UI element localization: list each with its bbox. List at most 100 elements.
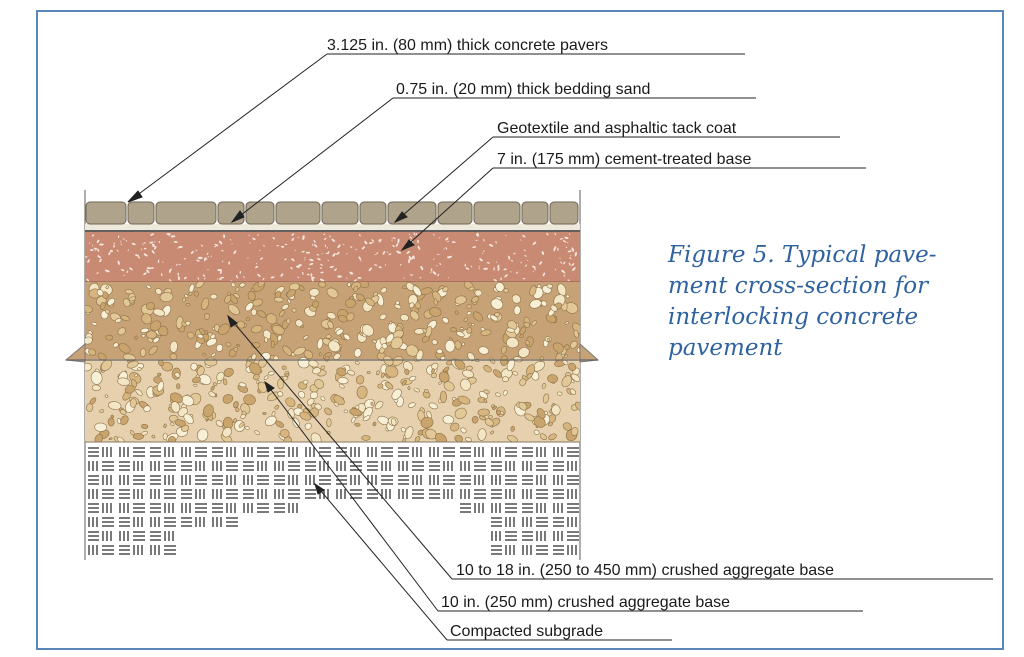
aggregate-stone xyxy=(132,433,144,440)
aggregate-stone xyxy=(265,313,278,325)
aggregate-stone xyxy=(413,387,420,393)
aggregate-stone xyxy=(210,293,218,300)
aggregate-stone xyxy=(491,404,495,408)
aggregate-stone xyxy=(218,323,230,335)
aggregate-stone xyxy=(471,296,479,303)
leader-5 xyxy=(227,315,453,580)
paver xyxy=(359,201,387,225)
aggregate-stone xyxy=(222,394,234,404)
aggregate-stone xyxy=(318,352,322,357)
aggregate-stone xyxy=(270,340,275,348)
aggregate-stone xyxy=(423,389,429,393)
aggregate-stone xyxy=(533,429,540,435)
ctb-fleck xyxy=(350,272,352,275)
ctb-fleck xyxy=(228,261,231,265)
ctb-fleck xyxy=(178,263,181,266)
aggregate-stone xyxy=(513,305,521,316)
arrowhead-4 xyxy=(400,239,415,252)
ctb-fleck xyxy=(568,262,571,266)
ctb-fleck xyxy=(386,251,389,253)
aggregate-stone xyxy=(391,388,402,400)
ctb-fleck xyxy=(569,257,572,260)
ctb-fleck xyxy=(190,250,194,255)
aggregate-stone xyxy=(401,379,407,386)
aggregate-stone xyxy=(304,422,312,430)
ctb-fleck xyxy=(143,247,147,250)
ctb-fleck xyxy=(297,276,300,279)
ctb-fleck xyxy=(432,271,437,275)
ctb-fleck xyxy=(166,233,171,236)
aggregate-stone xyxy=(400,314,409,322)
aggregate-stone xyxy=(298,285,305,292)
aggregate-stone xyxy=(300,324,305,329)
aggregate-stone xyxy=(484,418,494,427)
ctb-fleck xyxy=(378,239,382,243)
ctb-fleck xyxy=(262,245,266,247)
ctb-fleck xyxy=(483,267,488,270)
ctb-fleck xyxy=(396,251,402,254)
ctb-fleck xyxy=(291,233,295,236)
aggregate-stone xyxy=(238,382,247,388)
ctb-fleck xyxy=(304,259,306,261)
aggregate-stone xyxy=(197,333,204,339)
ctb-fleck xyxy=(158,240,160,244)
aggregate-stone xyxy=(408,375,417,382)
label-concrete-pavers: 3.125 in. (80 mm) thick concrete pavers xyxy=(327,37,608,54)
aggregate-stone xyxy=(333,353,341,360)
aggregate-stone xyxy=(506,358,515,372)
ctb-fleck xyxy=(290,258,294,261)
ctb-fleck xyxy=(557,247,559,251)
aggregate-stone xyxy=(361,435,371,441)
ctb-fleck xyxy=(223,234,226,239)
aggregate-stone xyxy=(547,374,558,384)
ctb-fleck xyxy=(384,264,387,266)
ctb-fleck xyxy=(508,255,511,260)
ctb-fleck xyxy=(284,258,287,261)
ctb-fleck xyxy=(221,249,224,252)
aggregate-stone xyxy=(150,320,162,332)
ctb-fleck xyxy=(495,261,497,263)
ctb-fleck xyxy=(117,235,120,239)
aggregate-stone xyxy=(285,372,290,377)
leader-1 xyxy=(127,53,328,203)
ctb-fleck xyxy=(270,276,275,279)
aggregate-stone xyxy=(466,304,472,309)
aggregate-stone xyxy=(461,342,466,346)
aggregate-stone xyxy=(302,335,309,340)
aggregate-stone xyxy=(501,376,509,383)
ctb-fleck xyxy=(361,246,366,250)
aggregate-stone xyxy=(506,327,515,333)
ctb-fleck xyxy=(317,258,321,261)
ctb-fleck xyxy=(532,265,536,269)
ctb-fleck xyxy=(276,245,279,247)
aggregate-stone xyxy=(117,327,126,336)
ctb-fleck xyxy=(483,238,485,242)
ctb-fleck xyxy=(574,251,577,257)
aggregate-stone xyxy=(379,313,387,321)
paver xyxy=(85,201,127,225)
ctb-fleck xyxy=(430,271,432,274)
aggregate-stone xyxy=(460,427,467,434)
aggregate-stone xyxy=(343,367,347,371)
aggregate-stone xyxy=(395,300,400,305)
aggregate-stone xyxy=(377,383,384,389)
aggregate-stone xyxy=(277,378,284,390)
ctb-fleck xyxy=(214,243,219,247)
ctb-fleck xyxy=(99,258,102,263)
arrowhead-3 xyxy=(393,211,408,224)
aggregate-stone xyxy=(134,335,138,340)
ctb-fleck xyxy=(230,280,233,282)
aggregate-stone xyxy=(308,288,320,297)
ctb-fleck xyxy=(257,273,261,277)
aggregate-stone xyxy=(573,329,579,338)
aggregate-stone xyxy=(222,427,232,438)
aggregate-stone xyxy=(174,419,186,427)
ctb-fleck xyxy=(406,250,410,254)
ctb-fleck xyxy=(177,247,179,250)
ctb-fleck xyxy=(559,257,561,260)
ctb-fleck xyxy=(305,251,311,254)
aggregate-stone xyxy=(215,343,224,352)
aggregate-stone xyxy=(263,375,269,380)
aggregate-stone xyxy=(216,371,225,382)
aggregate-stone xyxy=(402,361,414,372)
